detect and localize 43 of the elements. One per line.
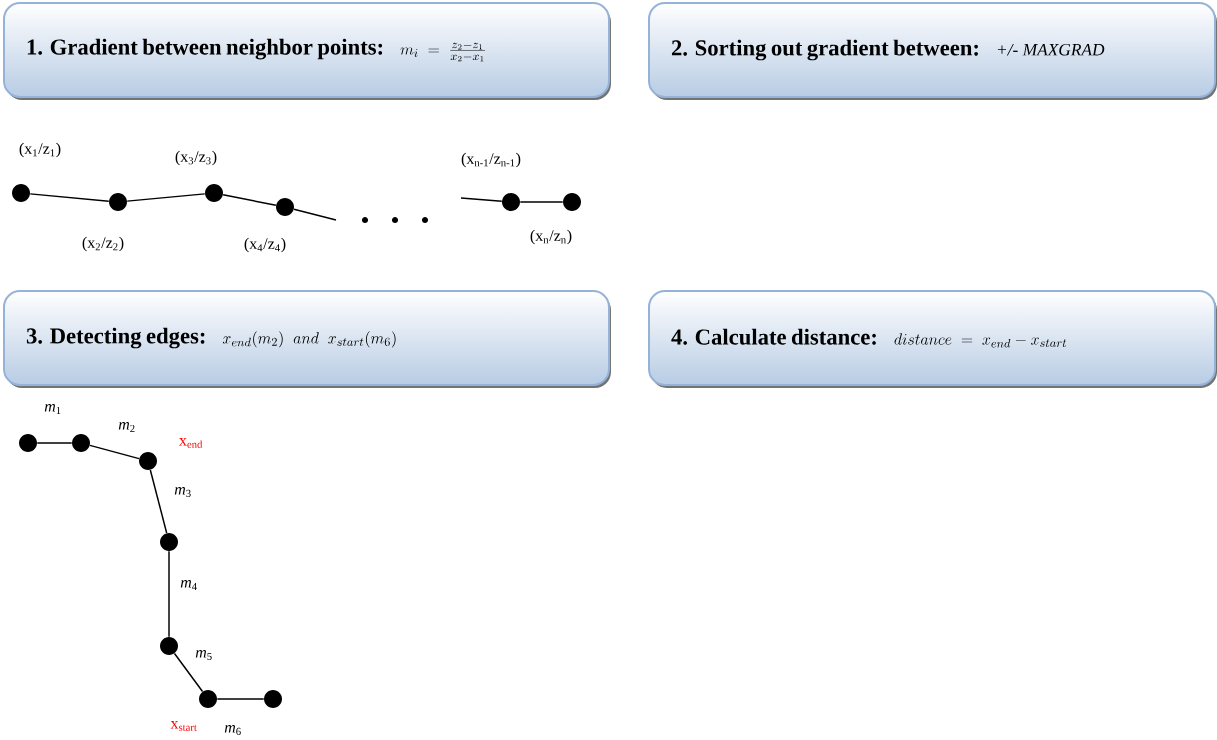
line-segment	[89, 444, 140, 460]
point-dot	[276, 198, 294, 216]
line-segment	[168, 550, 170, 638]
point-dot	[160, 533, 178, 551]
line-segment	[460, 197, 503, 202]
coordinate-label: (x$_{n}$/z$_{n}$)	[530, 229, 572, 245]
step-box: 2. Sorting out gradient between: +/- MAXGRAD	[648, 2, 1217, 100]
edge-label: m$_{2}$	[118, 422, 135, 432]
edge-label: m$_{5}$	[195, 650, 212, 661]
point-dot	[160, 637, 178, 655]
line-segment	[36, 442, 73, 444]
step-box: 1. Gradient between neighbor points: $m_i\;=\;\frac{z_2-z_1}{x_2-x_1}$	[3, 2, 611, 100]
coordinate-label: (x$_{n-1}$/z$_{n-1}$)	[461, 152, 521, 168]
point-dot	[109, 193, 127, 211]
coordinate-label: (x$_{1}$/z$_{1}$)	[19, 142, 61, 158]
step-box: 3. Detecting edges: $x_{end}(m_2)\;\;and\;\;x_{start}(m_6)$	[3, 290, 611, 388]
point-dot	[19, 434, 37, 452]
coordinate-label: (x$_{3}$/z$_{3}$)	[175, 150, 217, 166]
edge-marker-label: x$_{start}$	[170, 721, 197, 731]
line-segment	[126, 193, 206, 202]
line-segment	[149, 469, 168, 534]
point-dot	[12, 184, 30, 202]
coordinate-label: (x$_{2}$/z$_{2}$)	[82, 236, 124, 252]
step-box: 4. Calculate distance: $distance\;=\;x_{end}-x_{start}$	[648, 290, 1217, 388]
line-segment	[293, 208, 337, 221]
edge-label: m$_{3}$	[174, 487, 191, 498]
point-dot	[72, 434, 90, 452]
edge-marker-label: x$_{end}$	[179, 438, 203, 448]
point-dot	[199, 690, 217, 708]
edge-label: m$_{1}$	[44, 404, 61, 414]
line-segment	[173, 652, 204, 693]
line-segment	[519, 201, 564, 203]
coordinate-label: (x$_{4}$/z$_{4}$)	[244, 237, 286, 253]
point-dot	[205, 184, 223, 202]
edge-label: m$_{6}$	[224, 725, 241, 736]
point-dot	[563, 193, 581, 211]
point-dot	[502, 193, 520, 211]
line-segment	[222, 194, 277, 206]
line-segment	[216, 698, 265, 700]
line-segment	[29, 193, 110, 202]
point-dot	[139, 452, 157, 470]
edge-label: m$_{4}$	[180, 580, 197, 590]
point-dot	[264, 690, 282, 708]
